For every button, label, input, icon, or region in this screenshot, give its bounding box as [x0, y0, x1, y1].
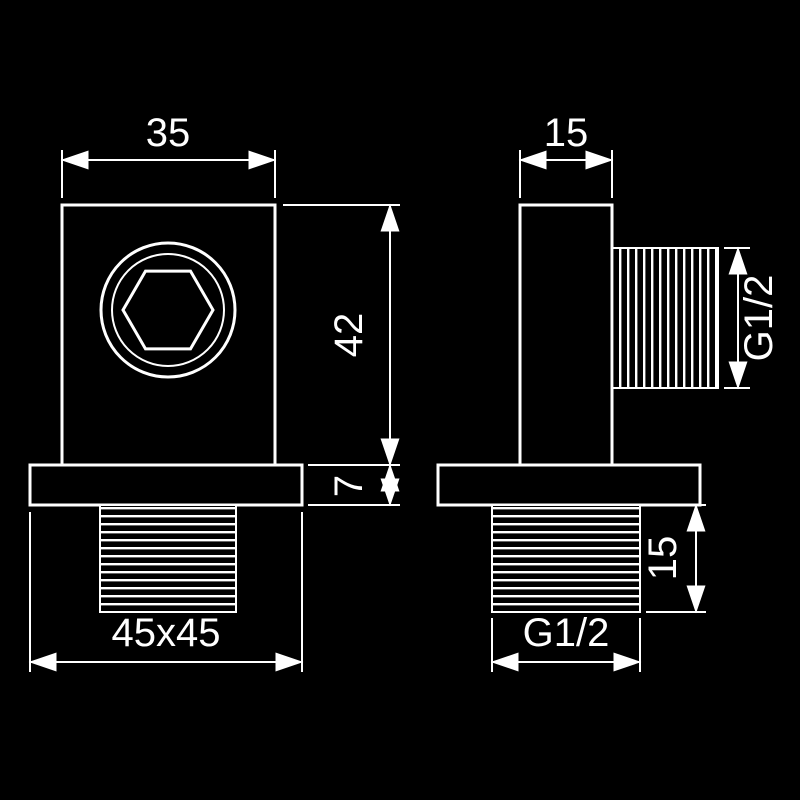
side-flange [436, 463, 702, 507]
side-outlet-thread [611, 247, 719, 389]
dim-label-side-body-depth: 15 [544, 111, 589, 155]
dim-front-body-width: 35 [60, 111, 277, 198]
hex-socket-inner-circle [111, 253, 225, 367]
dim-label-front-flange-thickness: 7 [327, 475, 371, 497]
dim-side-body-depth: 15 [518, 111, 614, 198]
front-bottom-thread [99, 504, 237, 613]
dim-side-bottom-thread-size: G1/2 [490, 611, 642, 672]
dim-label-side-thread-size: G1/2 [737, 275, 781, 362]
side-body [518, 203, 614, 467]
front-view: 35 42 7 [28, 111, 400, 672]
dim-label-front-flange-size: 45x45 [112, 611, 221, 655]
hex-socket-outer-circle [99, 241, 237, 379]
side-bottom-thread [491, 504, 641, 613]
dim-front-flange-size: 45x45 [28, 512, 304, 672]
hex-socket [121, 269, 215, 351]
dim-label-front-body-height: 42 [327, 313, 371, 358]
dim-side-thread: G1/2 [724, 246, 781, 390]
dim-label-bottom-thread-length: 15 [641, 536, 685, 581]
dim-label-front-body-width: 35 [146, 111, 191, 155]
side-view: 15 G1/2 15 [436, 111, 781, 672]
dim-label-bottom-thread-size: G1/2 [523, 611, 610, 655]
dim-front-flange-thickness: 7 [308, 463, 400, 507]
dim-side-bottom-thread-length: 15 [641, 503, 706, 614]
dim-front-body-height: 42 [283, 203, 400, 467]
front-flange [28, 463, 304, 507]
